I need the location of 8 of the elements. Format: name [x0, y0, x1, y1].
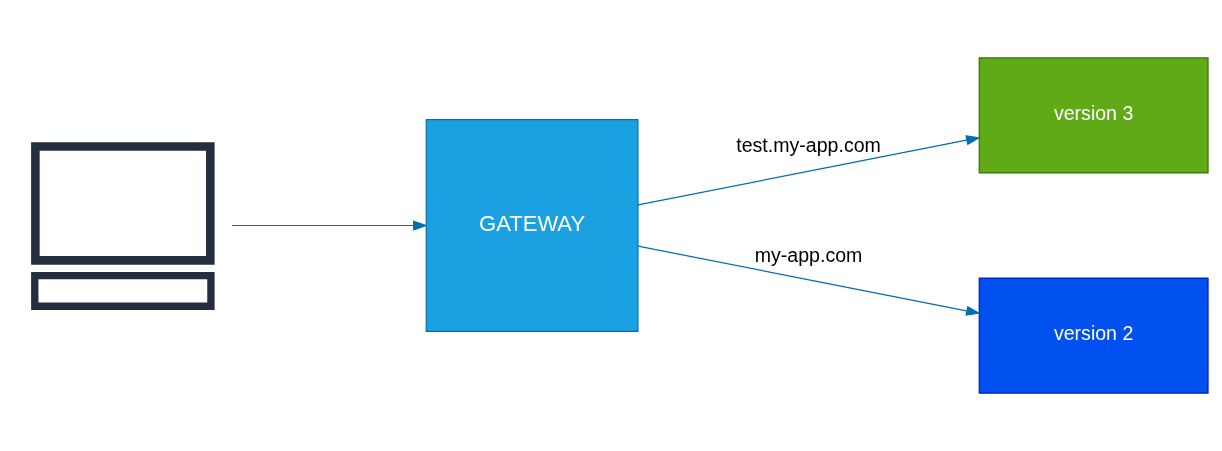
- arrow: [637, 135, 981, 206]
- node-box: version 2: [978, 277, 1209, 394]
- node-box: GATEWAY: [425, 119, 639, 332]
- node-box: version 3: [978, 57, 1209, 174]
- arrow: [231, 220, 428, 231]
- edge-label: my-app.com: [754, 243, 863, 266]
- edge-label: test.my-app.com: [736, 133, 881, 156]
- arrow: [637, 245, 981, 316]
